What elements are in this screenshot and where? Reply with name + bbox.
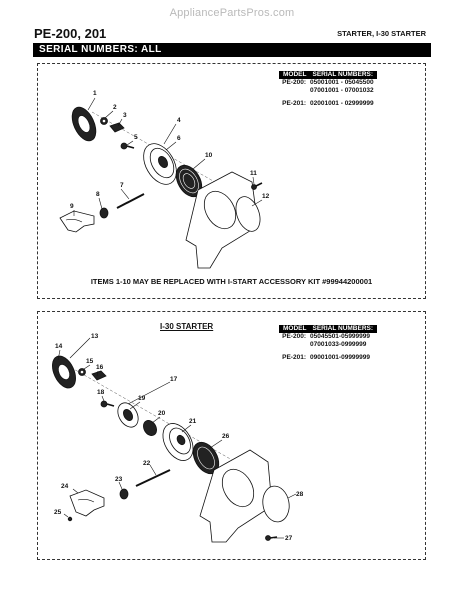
starter-housing-part xyxy=(185,171,259,269)
assembly-axis xyxy=(57,359,247,469)
serial-row-range: 02001001 - 02999999 xyxy=(310,100,374,107)
serial-numbers-bar: SERIAL NUMBERS: ALL xyxy=(33,43,431,57)
nut-part xyxy=(78,368,86,376)
starter-rope-part xyxy=(135,469,171,487)
cover-disc-part xyxy=(262,485,290,523)
part-number-label: 14 xyxy=(55,343,63,350)
ratchet-part xyxy=(117,402,139,428)
screw-part xyxy=(120,142,135,150)
part-number-label: 9 xyxy=(70,203,74,210)
part-number-label: 26 xyxy=(222,433,230,440)
part-number-label: 19 xyxy=(138,395,146,402)
serial-row-model: PE-200: xyxy=(282,333,306,340)
serial-table-1: MODEL SERIAL NUMBERS: PE-200: 05001001 - … xyxy=(279,71,378,108)
page-title: PE-200, 201 xyxy=(34,26,107,41)
part-number-label: 18 xyxy=(97,389,105,396)
serial-row: PE-200: 05001001 - 05045500 xyxy=(279,79,377,87)
serial-row-model: PE-201: xyxy=(282,354,306,361)
i30-starter-title: I-30 STARTER xyxy=(160,322,214,331)
serial-row-range: 05001001 - 05045500 xyxy=(310,79,374,86)
serial-row: 07001001 - 07001032 xyxy=(279,87,377,95)
part-number-label: 13 xyxy=(91,333,99,340)
part-number-label: 15 xyxy=(86,358,94,365)
accessory-kit-note: ITEMS 1-10 MAY BE REPLACED WITH I-START … xyxy=(90,277,373,286)
serials-column-header: SERIAL NUMBERS: xyxy=(312,71,374,78)
part-number-label: 21 xyxy=(189,418,197,425)
part-number-label: 12 xyxy=(262,193,270,200)
part-number-label: 2 xyxy=(113,104,117,111)
part-number-label: 20 xyxy=(158,410,166,417)
part-number-label: 5 xyxy=(134,134,138,141)
part-number-label: 8 xyxy=(96,191,100,198)
model-column-header: MODEL xyxy=(283,71,307,78)
section-title: STARTER, I-30 STARTER xyxy=(337,29,426,38)
spring-part xyxy=(143,420,157,436)
part-number-label: 27 xyxy=(285,535,293,542)
bolt-part xyxy=(265,535,278,541)
serial-row: 07001033-0999999 xyxy=(279,341,377,349)
part-number-labels-2: 13 14 15 16 17 18 19 20 21 22 23 24 25 2… xyxy=(54,333,304,542)
part-number-label: 1 xyxy=(93,90,97,97)
rope-pulley-part xyxy=(162,423,194,461)
nut-part xyxy=(100,117,108,125)
leader-lines-2 xyxy=(57,337,297,539)
serial-table-header: MODEL SERIAL NUMBERS: xyxy=(279,71,378,79)
bolt-part xyxy=(251,182,263,190)
part-number-label: 28 xyxy=(296,491,304,498)
serial-row-range: 09001001-09999999 xyxy=(310,354,371,361)
pin-part xyxy=(67,516,73,522)
starter-housing-part xyxy=(199,449,273,543)
part-number-label: 6 xyxy=(177,135,181,142)
starter-rope-part xyxy=(116,193,145,209)
part-number-label: 23 xyxy=(115,476,123,483)
model-column-header: MODEL xyxy=(283,325,307,332)
part-number-label: 3 xyxy=(123,112,127,119)
starter-handle-part xyxy=(59,210,95,233)
serial-row-model: PE-201: xyxy=(282,100,306,107)
serial-row-model: PE-200: xyxy=(282,79,306,86)
watermark: AppliancePartsPros.com xyxy=(169,7,295,19)
serial-row-range: 07001033-0999999 xyxy=(310,341,367,348)
part-number-label: 10 xyxy=(205,152,213,159)
rope-pulley-part xyxy=(143,143,177,185)
part-number-label: 16 xyxy=(96,364,104,371)
serial-row-range: 07001001 - 07001032 xyxy=(310,87,374,94)
rope-retainer-part xyxy=(99,207,109,219)
part-number-label: 25 xyxy=(54,509,62,516)
serial-table-2: MODEL SERIAL NUMBERS: PE-200: 05045501-05… xyxy=(279,325,378,362)
part-number-label: 24 xyxy=(61,483,69,490)
i30-starter-diagram-frame xyxy=(37,311,426,560)
starter-diagram-frame xyxy=(37,63,426,299)
screw-part xyxy=(100,400,115,408)
pawl-part xyxy=(91,370,107,381)
part-number-label: 22 xyxy=(143,460,151,467)
serial-row: PE-200: 05045501-05999999 xyxy=(279,333,377,341)
pawl-housing-part xyxy=(52,355,76,389)
part-number-label: 4 xyxy=(177,117,181,124)
serials-column-header: SERIAL NUMBERS: xyxy=(312,325,374,332)
serial-row: PE-201: 02001001 - 02999999 xyxy=(279,100,377,108)
serial-table-header: MODEL SERIAL NUMBERS: xyxy=(279,325,378,333)
pawl-housing-part xyxy=(71,106,97,142)
leader-lines-1 xyxy=(73,97,263,216)
pawl-part xyxy=(109,122,125,133)
serial-row: PE-201: 09001001-09999999 xyxy=(279,354,377,362)
serial-row-range: 05045501-05999999 xyxy=(310,333,371,340)
rope-retainer-part xyxy=(119,488,129,500)
part-number-label: 7 xyxy=(120,182,124,189)
part-number-label: 17 xyxy=(170,376,178,383)
starter-handle-part xyxy=(69,489,105,517)
part-number-label: 11 xyxy=(250,170,257,177)
part-number-labels-1: 1 2 3 4 5 6 7 8 9 10 11 12 xyxy=(70,90,270,210)
cover-disc-part xyxy=(235,196,261,232)
